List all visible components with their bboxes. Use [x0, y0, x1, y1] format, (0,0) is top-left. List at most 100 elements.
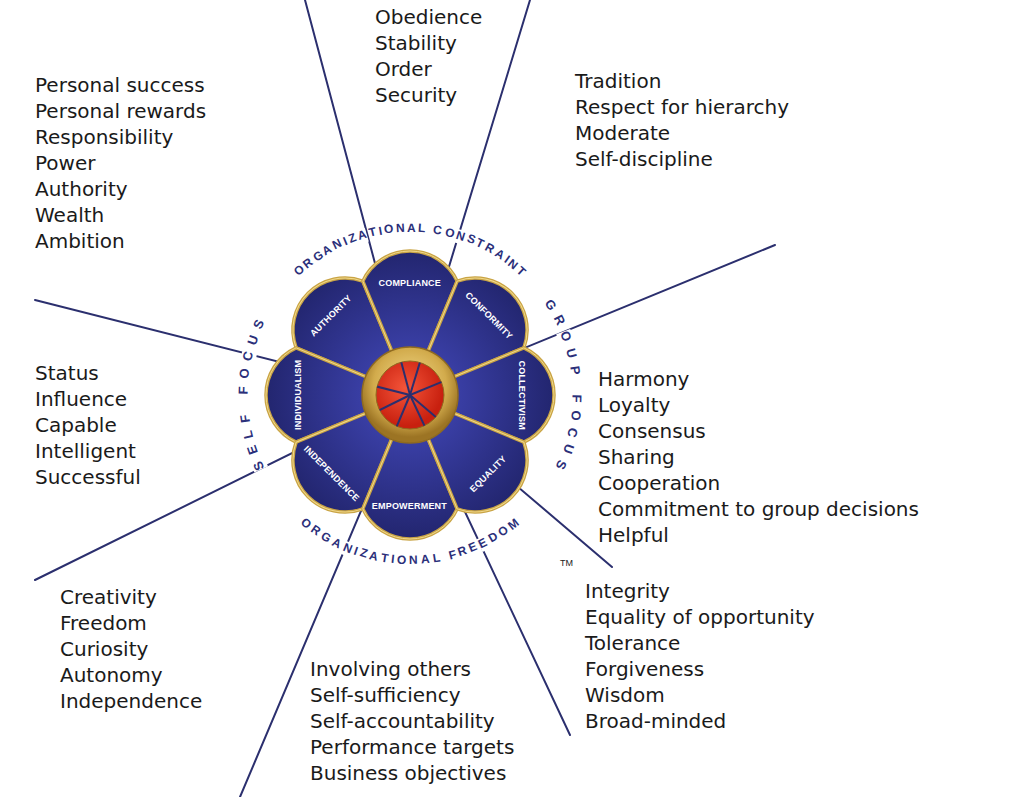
arc-letter: F: [447, 548, 458, 563]
value-label: Equality of opportunity: [585, 604, 815, 630]
value-label: Authority: [35, 176, 206, 202]
value-list: Involving othersSelf-sufficiencySelf-acc…: [310, 656, 514, 786]
value-label: Personal success: [35, 72, 206, 98]
arc-letter: A: [329, 535, 343, 551]
value-label: Performance targets: [310, 734, 514, 760]
value-label: Creativity: [60, 584, 202, 610]
value-label: Successful: [35, 464, 141, 490]
arc-letter: L: [432, 551, 441, 566]
arc-letter: F: [236, 386, 251, 394]
arc-letter: O: [237, 368, 253, 380]
value-label: Wealth: [35, 202, 206, 228]
arc-letter: L: [418, 222, 426, 236]
value-label: Sharing: [598, 444, 919, 470]
arc-letter: [441, 550, 447, 564]
value-label: Broad-minded: [585, 708, 815, 734]
arc-letter: T: [380, 552, 389, 567]
value-label: Influence: [35, 386, 141, 412]
arc-letter: O: [383, 223, 394, 238]
petal-highlight: [377, 362, 546, 531]
value-label: Curiosity: [60, 636, 202, 662]
arc-letter: R: [456, 544, 469, 560]
arc-letter: O: [557, 329, 575, 344]
arc-letter: O: [567, 409, 583, 421]
value-list: TraditionRespect for hierarchyModerateSe…: [575, 68, 789, 172]
value-label: Autonomy: [60, 662, 202, 688]
value-label: Stability: [375, 30, 482, 56]
value-label: Status: [35, 360, 141, 386]
arc-letter: E: [245, 443, 262, 456]
arc-letter: A: [356, 228, 368, 244]
sector-line: [410, 395, 612, 567]
value-label: Security: [375, 82, 482, 108]
value-list: StatusInfluenceCapableIntelligentSuccess…: [35, 360, 141, 490]
value-list: IntegrityEquality of opportunityToleranc…: [585, 578, 815, 734]
value-label: Order: [375, 56, 482, 82]
arc-letter: F: [238, 413, 254, 423]
arc-letter: C: [240, 350, 257, 363]
arc-letter: I: [390, 553, 395, 567]
arc-letter: U: [562, 347, 579, 360]
value-label: Business objectives: [310, 760, 514, 786]
value-label: Self-accountability: [310, 708, 514, 734]
value-label: Freedom: [60, 610, 202, 636]
value-list: CreativityFreedomCuriosityAutonomyIndepe…: [60, 584, 202, 714]
petal-label: COMPLIANCE: [379, 278, 442, 289]
petal-label: INDIVIDUALISM: [293, 360, 304, 430]
arc-letter: A: [420, 553, 430, 568]
arc-letter: R: [550, 313, 568, 328]
value-label: Helpful: [598, 522, 919, 548]
arc-letter: T: [368, 226, 378, 241]
value-label: Tradition: [575, 68, 789, 94]
arc-letter: O: [397, 554, 407, 568]
petal-label: EMPOWERMENT: [372, 502, 447, 513]
value-list: HarmonyLoyaltyConsensusSharingCooperatio…: [598, 366, 919, 548]
arc-letter: F: [568, 394, 583, 402]
arc-letter: N: [454, 229, 466, 245]
value-label: Commitment to group decisions: [598, 496, 919, 522]
value-label: Intelligent: [35, 438, 141, 464]
arc-letter: A: [407, 222, 416, 236]
value-label: Capable: [35, 412, 141, 438]
trademark-mark: TM: [560, 558, 573, 569]
value-list: Personal successPersonal rewardsResponsi…: [35, 72, 206, 254]
arc-letter: U: [245, 333, 262, 347]
arc-letter: N: [395, 222, 404, 236]
arc-letter: N: [340, 540, 353, 556]
arc-letter: N: [409, 554, 418, 568]
arc-letter: L: [240, 428, 256, 439]
arc-letter: G: [541, 297, 559, 314]
value-label: Responsibility: [35, 124, 206, 150]
sector-line: [35, 395, 410, 580]
value-label: Obedience: [375, 4, 482, 30]
value-label: Integrity: [585, 578, 815, 604]
petal-outline: [377, 362, 546, 531]
arc-letter: C: [564, 426, 581, 439]
value-label: Self-discipline: [575, 146, 789, 172]
arc-letter: C: [432, 224, 443, 239]
sector-line: [410, 245, 775, 395]
sector-line: [35, 300, 410, 395]
value-label: Cooperation: [598, 470, 919, 496]
value-label: Loyalty: [598, 392, 919, 418]
arc-letter: P: [566, 365, 582, 376]
value-label: Independence: [60, 688, 202, 714]
value-label: Involving others: [310, 656, 514, 682]
arc-letter: S: [552, 458, 569, 472]
value-label: Tolerance: [585, 630, 815, 656]
value-label: Consensus: [598, 418, 919, 444]
arc-letter: S: [251, 317, 268, 331]
value-label: Respect for hierarchy: [575, 94, 789, 120]
value-label: Personal rewards: [35, 98, 206, 124]
value-label: Forgiveness: [585, 656, 815, 682]
value-label: Moderate: [575, 120, 789, 146]
value-label: Self-sufficiency: [310, 682, 514, 708]
arc-letter: I: [377, 225, 383, 239]
arc-letter: A: [368, 549, 379, 564]
value-label: Ambition: [35, 228, 206, 254]
arc-letter: O: [443, 226, 455, 242]
petal-label: COLLECTIVISM: [517, 361, 528, 430]
arc-letter: U: [559, 442, 576, 456]
value-label: Power: [35, 150, 206, 176]
gold-ring: [362, 347, 458, 443]
